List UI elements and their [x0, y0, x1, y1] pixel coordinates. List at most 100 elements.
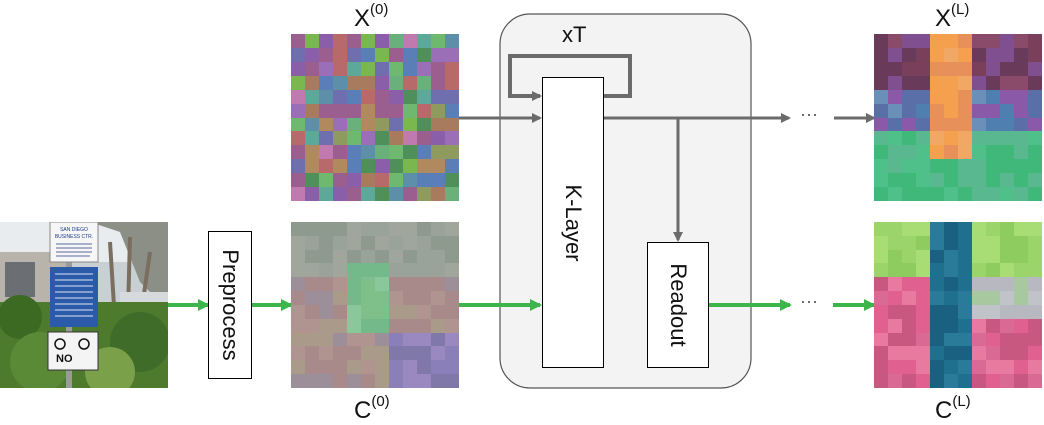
- grid-cell: [930, 249, 944, 264]
- grid-cell: [445, 34, 459, 48]
- grid-cell: [319, 187, 333, 201]
- grid-cell: [944, 34, 958, 48]
- grid-cell: [888, 277, 902, 292]
- grid-cell: [333, 117, 347, 132]
- grid-cell: [445, 332, 459, 347]
- grid-cell: [972, 222, 986, 236]
- grid-cell: [361, 332, 375, 347]
- grid-cell: [431, 291, 445, 305]
- grid-cell: [403, 34, 417, 48]
- grid-cell: [972, 34, 986, 48]
- grid-cell: [1014, 291, 1028, 305]
- grid-cell: [916, 263, 930, 278]
- grid-cell: [1028, 145, 1042, 160]
- grid-cell: [902, 222, 916, 236]
- grid-cell: [417, 277, 431, 292]
- grid-cell: [1000, 304, 1014, 319]
- grid-cell: [916, 131, 930, 146]
- grid-cell: [958, 304, 972, 319]
- grid-cell: [291, 61, 305, 76]
- grid-cell: [417, 263, 431, 278]
- grid-cell: [403, 332, 417, 347]
- grid-cell: [319, 145, 333, 160]
- grid-cell: [1014, 249, 1028, 264]
- grid-cell: [1028, 187, 1042, 201]
- ellipsis-bottom: ···: [800, 291, 818, 311]
- grid-cell: [902, 277, 916, 292]
- grid-cell: [417, 346, 431, 361]
- grid-cell: [916, 318, 930, 333]
- grid-cell: [1014, 47, 1028, 62]
- grid-cell: [888, 332, 902, 347]
- grid-cell: [431, 249, 445, 264]
- grid-cell: [888, 34, 902, 48]
- grid-cell: [305, 187, 319, 201]
- grid-cell: [445, 117, 459, 132]
- grid-cell: [389, 222, 403, 236]
- grid-cell: [361, 117, 375, 132]
- grid-cell: [375, 235, 389, 250]
- grid-cell: [403, 374, 417, 388]
- grid-cell: [930, 318, 944, 333]
- grid-cell: [347, 360, 361, 375]
- grid-cell: [389, 360, 403, 375]
- grid-cell: [375, 263, 389, 278]
- grid-cell: [333, 263, 347, 278]
- grid-cell: [417, 222, 431, 236]
- grid-cell: [874, 117, 888, 132]
- grid-cell: [417, 304, 431, 319]
- grid-cell: [888, 374, 902, 388]
- grid-cell: [361, 235, 375, 250]
- grid-cell: [403, 145, 417, 160]
- grid-cell: [944, 360, 958, 375]
- grid-cell: [361, 222, 375, 236]
- grid-cell: [1000, 291, 1014, 305]
- grid-cell: [902, 374, 916, 388]
- grid-cell: [417, 318, 431, 333]
- grid-cell: [916, 75, 930, 90]
- grid-cell: [874, 47, 888, 62]
- grid-cell: [874, 159, 888, 174]
- grid-cell: [375, 131, 389, 146]
- grid-cell: [1014, 304, 1028, 319]
- grid-cell: [291, 374, 305, 388]
- grid-cell: [333, 131, 347, 146]
- grid-cell: [930, 360, 944, 375]
- grid-cell: [874, 75, 888, 90]
- grid-cell: [874, 187, 888, 201]
- grid-cell: [305, 159, 319, 174]
- grid-cell: [417, 173, 431, 188]
- grid-cell: [874, 103, 888, 118]
- grid-cell: [986, 47, 1000, 62]
- grid-cell: [1014, 34, 1028, 48]
- grid-cell: [347, 89, 361, 104]
- grid-cell: [1028, 117, 1042, 132]
- grid-cell: [1000, 332, 1014, 347]
- grid-cell: [417, 75, 431, 90]
- grid-cell: [333, 318, 347, 333]
- grid-cell: [403, 249, 417, 264]
- grid-cell: [1000, 145, 1014, 160]
- grid-cell: [958, 103, 972, 118]
- grid-cell: [930, 277, 944, 292]
- grid-cell: [291, 277, 305, 292]
- grid-cell: [291, 304, 305, 319]
- grid-cell: [305, 318, 319, 333]
- grid-cell: [916, 235, 930, 250]
- input-image: SAN DIEGO BUSINESS CTR. NO: [0, 222, 168, 388]
- grid-cell: [944, 249, 958, 264]
- grid-cell: [417, 332, 431, 347]
- grid-cell: [930, 263, 944, 278]
- grid-cell: [944, 117, 958, 132]
- grid-cell: [916, 360, 930, 375]
- grid-cell: [347, 117, 361, 132]
- grid-cell: [916, 291, 930, 305]
- grid-cell: [972, 249, 986, 264]
- grid-cell: [333, 332, 347, 347]
- grid-cell: [445, 277, 459, 292]
- grid-cell: [874, 277, 888, 292]
- grid-cell: [874, 318, 888, 333]
- grid-cell: [888, 159, 902, 174]
- grid-cell: [874, 173, 888, 188]
- grid-cell: [417, 249, 431, 264]
